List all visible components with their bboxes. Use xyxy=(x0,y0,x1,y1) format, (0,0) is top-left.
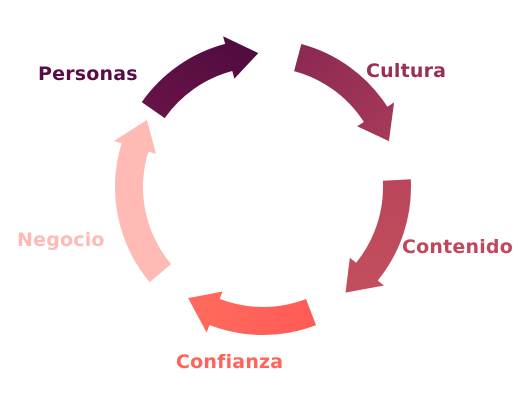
arrow-personas xyxy=(141,36,259,119)
arrow-layer xyxy=(113,36,412,335)
arrow-negocio xyxy=(113,120,172,283)
label-contenido: Contenido xyxy=(402,236,513,258)
label-cultura: Cultura xyxy=(366,60,447,82)
arrow-contenido xyxy=(345,179,412,293)
label-personas: Personas xyxy=(38,63,138,85)
label-confianza: Confianza xyxy=(176,351,284,373)
arrow-cultura xyxy=(294,44,395,142)
arrow-confianza xyxy=(188,291,317,335)
label-negocio: Negocio xyxy=(17,229,105,251)
